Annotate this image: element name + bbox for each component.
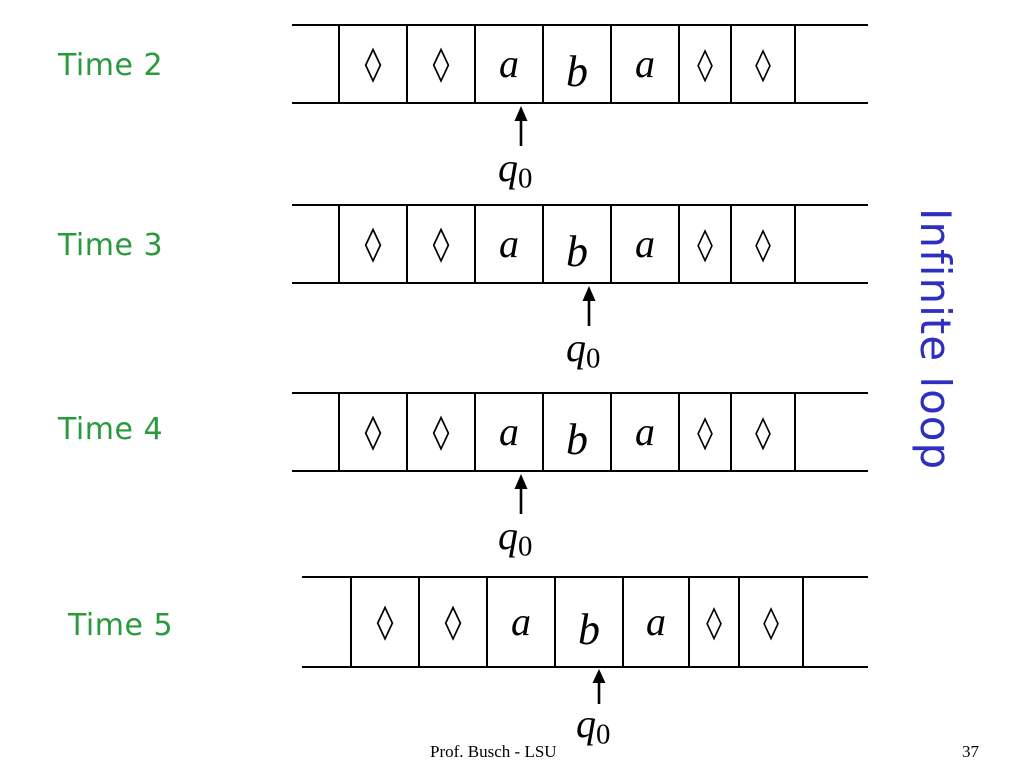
- tape-cell[interactable]: a: [612, 206, 680, 282]
- tape-cell[interactable]: b: [544, 26, 612, 102]
- tape-cell-symbol: ◊: [697, 225, 713, 263]
- tape-cell[interactable]: ◊: [420, 578, 488, 666]
- tape-cell-symbol: a: [499, 221, 519, 266]
- head-arrow-up-icon: [514, 106, 528, 146]
- tape-cell-symbol: ◊: [697, 413, 713, 451]
- tape-cell-symbol: ◊: [364, 224, 382, 264]
- tape-cell[interactable]: ◊: [352, 578, 420, 666]
- tape-cell[interactable]: ◊: [408, 206, 476, 282]
- infinite-loop-annotation: Infinite loop: [911, 208, 960, 471]
- head-arrow-up-icon: [592, 669, 606, 704]
- tape-cell-symbol: ◊: [432, 224, 450, 264]
- head-state-subscript: 0: [586, 342, 601, 375]
- tape-cell[interactable]: ◊: [680, 206, 732, 282]
- tape-cell[interactable]: a: [488, 578, 556, 666]
- tape-1: ◊ ◊ a b a ◊ ◊: [292, 24, 868, 104]
- tape-cell[interactable]: a: [624, 578, 690, 666]
- tape-cell-symbol: ◊: [763, 603, 779, 641]
- tape-cell[interactable]: [804, 578, 868, 666]
- time-label-row-4: Time 5: [68, 608, 174, 643]
- tape-cell[interactable]: a: [612, 26, 680, 102]
- tape-row-3: ◊ ◊ a b a ◊ ◊ q0: [292, 392, 868, 561]
- tape-cell[interactable]: ◊: [680, 394, 732, 470]
- head-state-subscript: 0: [596, 718, 611, 751]
- tape-row-2: ◊ ◊ a b a ◊ ◊ q0: [292, 204, 868, 373]
- tape-row-4: ◊ ◊ a b a ◊ ◊ q0: [302, 576, 868, 749]
- tape-cell[interactable]: b: [544, 206, 612, 282]
- tape-cell-symbol: ◊: [432, 44, 450, 84]
- tape-cell[interactable]: ◊: [732, 394, 796, 470]
- tape-cell[interactable]: [292, 26, 340, 102]
- head-state-name: q: [566, 325, 586, 370]
- tape-cell[interactable]: ◊: [690, 578, 740, 666]
- time-label-row-2: Time 3: [58, 228, 164, 263]
- footer-credit: Prof. Busch - LSU: [430, 742, 557, 761]
- tape-cell-symbol: a: [499, 41, 519, 86]
- tape-cell-symbol: ◊: [755, 413, 771, 451]
- tape-cell-symbol: ◊: [706, 603, 722, 641]
- tape-cell-symbol: ◊: [364, 44, 382, 84]
- head-state-subscript: 0: [518, 162, 533, 195]
- tape-cell-symbol: a: [499, 409, 519, 454]
- tape-cell[interactable]: ◊: [340, 206, 408, 282]
- tape-cell-symbol: a: [635, 409, 655, 454]
- tape-cell[interactable]: ◊: [340, 394, 408, 470]
- tape-cell[interactable]: b: [556, 578, 624, 666]
- tape-cell-symbol: b: [566, 227, 588, 276]
- tape-cell[interactable]: ◊: [408, 394, 476, 470]
- tape-cell-symbol: a: [646, 599, 666, 644]
- head-arrow-up-icon: [514, 474, 528, 514]
- tape-cell[interactable]: ◊: [408, 26, 476, 102]
- tape-4: ◊ ◊ a b a ◊ ◊: [302, 576, 868, 668]
- head-state-label: q0: [566, 328, 600, 373]
- tape-cell-symbol: a: [511, 599, 531, 644]
- tape-cell-symbol: ◊: [755, 225, 771, 263]
- tape-row-1: ◊ ◊ a b a ◊ ◊ q0: [292, 24, 868, 193]
- time-label-row-1: Time 2: [58, 48, 164, 83]
- tape-cell-symbol: a: [635, 41, 655, 86]
- tape-cell[interactable]: [796, 206, 848, 282]
- head-state-subscript: 0: [518, 530, 533, 563]
- head-state-name: q: [498, 145, 518, 190]
- tape-cell-symbol: ◊: [697, 45, 713, 83]
- head-state-label: q0: [498, 516, 532, 561]
- head-state-label: q0: [498, 148, 532, 193]
- time-label-row-3: Time 4: [58, 412, 164, 447]
- tape-cell[interactable]: [292, 394, 340, 470]
- tape-cell[interactable]: a: [476, 206, 544, 282]
- head-state-name: q: [576, 701, 596, 746]
- tape-cell[interactable]: a: [476, 26, 544, 102]
- tape-cell-symbol: ◊: [364, 412, 382, 452]
- tape-cell-symbol: ◊: [444, 602, 462, 642]
- head-state-label: q0: [576, 704, 610, 749]
- tape-3: ◊ ◊ a b a ◊ ◊: [292, 392, 868, 472]
- head-arrow-up-icon: [582, 286, 596, 326]
- tape-cell[interactable]: ◊: [732, 206, 796, 282]
- tape-cell[interactable]: a: [612, 394, 680, 470]
- head-state-name: q: [498, 513, 518, 558]
- tape-cell[interactable]: [302, 578, 352, 666]
- tape-2: ◊ ◊ a b a ◊ ◊: [292, 204, 868, 284]
- tape-cell-symbol: b: [566, 415, 588, 464]
- tape-cell[interactable]: [796, 394, 848, 470]
- tape-cell-symbol: ◊: [376, 602, 394, 642]
- tape-cell-symbol: b: [566, 47, 588, 96]
- tape-cell[interactable]: b: [544, 394, 612, 470]
- tape-cell[interactable]: ◊: [740, 578, 804, 666]
- tape-cell[interactable]: ◊: [680, 26, 732, 102]
- tape-cell[interactable]: a: [476, 394, 544, 470]
- tape-cell[interactable]: ◊: [732, 26, 796, 102]
- tape-cell-symbol: b: [578, 605, 600, 654]
- tape-cell-symbol: ◊: [755, 45, 771, 83]
- footer-page-number: 37: [962, 742, 979, 761]
- tape-cell[interactable]: [796, 26, 848, 102]
- tape-cell-symbol: ◊: [432, 412, 450, 452]
- tape-cell[interactable]: ◊: [340, 26, 408, 102]
- tape-cell[interactable]: [292, 206, 340, 282]
- tape-cell-symbol: a: [635, 221, 655, 266]
